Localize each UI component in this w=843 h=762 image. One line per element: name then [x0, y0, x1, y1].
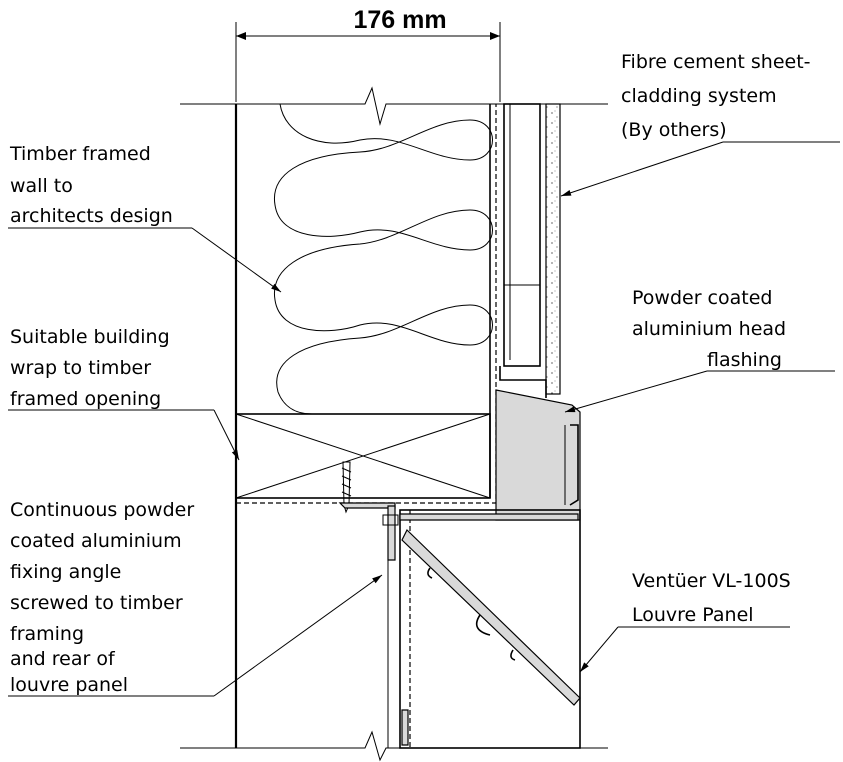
bottom-break-line — [180, 730, 608, 762]
fixing-angle-vertical — [387, 505, 396, 561]
louvre-clip-3 — [510, 649, 516, 661]
leader-flashing — [564, 370, 708, 413]
louvre-head-channel — [399, 513, 579, 521]
head-flashing — [495, 389, 581, 521]
angle-bolt — [382, 514, 399, 526]
louvre-clip-2 — [475, 614, 491, 636]
louvre-blade-main — [401, 528, 581, 706]
insulation-batt — [273, 103, 493, 415]
leader-timber — [191, 227, 282, 293]
screw-thread — [341, 467, 352, 497]
label-angle-line-7: louvre panel — [10, 674, 128, 696]
louvre-clip-1 — [427, 567, 433, 579]
label-cladding-line-3: (By others) — [621, 119, 727, 141]
label-timber-wall-line-3: architects design — [10, 205, 173, 227]
leader-angle — [213, 574, 383, 697]
label-wrap-line-1: Suitable building — [10, 326, 170, 348]
label-timber-wall-line-2: wall to — [10, 175, 73, 197]
cladding-starter-trim — [499, 366, 547, 398]
label-wrap-line-2: wrap to timber — [10, 357, 151, 379]
label-angle-line-1: Continuous powder — [10, 499, 194, 521]
label-cladding: Fibre cement sheet- cladding system (By … — [621, 51, 817, 141]
label-flashing-line-3: flashing — [707, 349, 782, 371]
flashing-return — [569, 424, 579, 506]
label-angle-line-4: screwed to timber — [10, 592, 183, 614]
top-break-line — [180, 86, 608, 126]
building-wrap — [236, 104, 497, 504]
fixing-angle-horizontal — [338, 502, 396, 509]
louvre-panel — [338, 502, 581, 749]
timber-wall — [234, 103, 493, 748]
label-timber-wall: Timber framed wall to architects design — [9, 143, 173, 227]
label-wrap-line-3: framed opening — [10, 388, 161, 410]
label-angle-line-5: framing — [10, 623, 84, 645]
label-head-flashing: Powder coated aluminium head flashing — [632, 287, 792, 371]
cladding-batten — [503, 103, 541, 367]
label-angle-line-6: and rear of — [10, 648, 116, 670]
leader-louvre — [579, 626, 619, 673]
label-timber-wall-line-1: Timber framed — [9, 143, 151, 165]
cladding-system — [499, 103, 561, 398]
leader-wrap — [213, 409, 240, 461]
label-louvre-line-1: Ventüer VL-100S — [632, 570, 791, 592]
leader-lines — [8, 141, 840, 697]
label-angle-line-3: fixing angle — [10, 561, 121, 583]
label-cladding-line-1: Fibre cement sheet- — [621, 51, 811, 73]
louvre-frame — [399, 509, 581, 749]
label-cladding-line-2: cladding system — [621, 85, 777, 107]
label-flashing-line-2: aluminium head — [632, 318, 786, 340]
label-angle-line-2: coated aluminium — [10, 530, 182, 552]
label-flashing-line-1: Powder coated — [632, 287, 772, 309]
label-fixing-angle: Continuous powder coated aluminium fixin… — [10, 499, 200, 696]
fibre-cement-sheet — [545, 103, 561, 395]
louvre-sill-upstand — [401, 709, 409, 746]
leader-cladding — [560, 141, 724, 197]
timber-head-cross-2 — [235, 413, 491, 499]
label-building-wrap: Suitable building wrap to timber framed … — [10, 326, 176, 410]
dimension-text: 176 mm — [353, 6, 446, 34]
dimension-group: 176 mm — [235, 6, 501, 102]
label-louvre-line-2: Louvre Panel — [632, 604, 754, 626]
label-louvre-panel: Ventüer VL-100S Louvre Panel — [632, 570, 797, 626]
